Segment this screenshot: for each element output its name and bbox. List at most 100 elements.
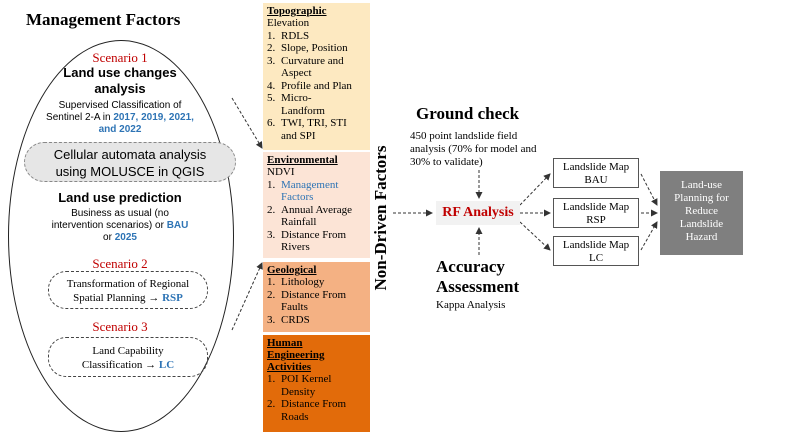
factor-item-line: CRDS [281, 313, 310, 326]
accuracy-sub: Kappa Analysis [436, 299, 506, 311]
map-bau-line2: BAU [584, 174, 608, 186]
scenario2-code: RSP [162, 292, 183, 304]
factor-item-line: Roads [281, 410, 309, 423]
arrow-to-topographic [231, 97, 263, 149]
factor-item-number: 2. [267, 42, 276, 54]
factor-item-text: Profile and Plan [281, 80, 352, 93]
topographic-heading: Topographic [267, 5, 327, 17]
factor-item-line: and SPI [281, 129, 316, 142]
scenario3-arrow: → [145, 359, 157, 371]
accuracy-title: Accuracy Assessment [436, 257, 519, 297]
scenario2-arrow: → [148, 292, 160, 304]
environmental-sub: NDVI [267, 166, 295, 178]
factor-item-line: Density [281, 385, 316, 398]
factor-item-line: Management [281, 178, 339, 191]
environmental-heading: Environmental [267, 154, 338, 166]
prediction-line2-prefix: intervention scenarios) or [51, 220, 167, 231]
arrow-rf-to-bau [519, 173, 551, 206]
scenario3-line1: Land Capability [92, 345, 164, 357]
scenario2-box: Transformation of Regional Spatial Plann… [48, 271, 208, 309]
final-line-2: Planning for [674, 192, 729, 204]
arrow-bau-to-final [640, 173, 658, 206]
factor-item-line: Faults [281, 301, 308, 313]
factor-item-line: RDLS [281, 29, 310, 42]
final-line-1: Land-use [681, 179, 722, 191]
factor-item-number: 2. [267, 398, 276, 410]
factor-item: 1.Lithology [267, 276, 366, 289]
scenario1-years: 2017, 2019, 2021, [113, 112, 194, 123]
map-rsp-line1: Landslide Map [562, 201, 630, 213]
non-driven-factors-label: Non-Driven Factors [371, 145, 390, 291]
map-bau-line1: Landslide Map [562, 161, 630, 173]
accuracy-title-2: Assessment [436, 277, 520, 296]
factor-item: 3.CRDS [267, 314, 366, 327]
scenario3-box: Land Capability Classification → LC [48, 337, 208, 377]
factor-item-text: Lithology [281, 276, 324, 289]
scenario3-label: Scenario 3 [92, 319, 148, 334]
scenario2-label: Scenario 2 [92, 256, 148, 271]
factor-item-line: Distance From [281, 398, 347, 410]
map-rsp-line2: RSP [586, 214, 606, 226]
factor-item-line: Distance From [281, 288, 347, 301]
factor-item: 5. Micro-Landform [267, 92, 366, 117]
prediction-bau: BAU [166, 220, 189, 231]
factor-item-line: Micro- [281, 92, 312, 104]
final-line-3: Reduce [685, 205, 718, 217]
scenario1-block: Scenario 1 Land use changes analysis Sup… [40, 50, 200, 136]
ground-check-desc-2: analysis (70% for model and [410, 143, 537, 155]
factor-item-number: 2. [267, 288, 276, 301]
prediction-year: 2025 [114, 232, 137, 243]
factor-item-text: Slope, Position [281, 42, 348, 55]
factor-item-line: Profile and Plan [281, 79, 352, 92]
rf-analysis-label: RF Analysis [442, 205, 514, 220]
factor-item-number: 1. [267, 29, 276, 42]
scenario2-line2-prefix: Spatial Planning [73, 292, 149, 304]
landslide-map-lc: Landslide Map LC [553, 236, 639, 266]
landslide-map-bau: Landslide Map BAU [553, 158, 639, 188]
factor-item-text: CRDS [281, 314, 310, 327]
management-ellipse [8, 40, 234, 432]
factor-item: 1. RDLS [267, 30, 366, 43]
factor-item-line: Annual Average [281, 203, 352, 216]
prediction-line1: Business as usual (no [71, 208, 169, 219]
factor-item-line: Rainfall [281, 216, 317, 228]
final-line-4: Landslide [679, 218, 724, 230]
prediction-block: Land use prediction Business as usual (n… [40, 190, 200, 244]
scenario1-heading-line1: Land use changes [63, 65, 177, 80]
factor-item-text: RDLS [281, 30, 309, 43]
geological-heading: Geological [267, 264, 317, 276]
factor-item-line: Lithology [281, 276, 325, 288]
rf-analysis-box: RF Analysis [436, 201, 520, 225]
human-box: Human Engineering Activities 1.POI Kerne… [263, 335, 370, 432]
factor-item-line: Landform [281, 104, 325, 117]
arrow-lc-to-final [640, 221, 658, 251]
human-heading-2: Engineering [267, 349, 325, 361]
prediction-line3-prefix: or [103, 232, 115, 243]
management-title: Management Factors [26, 10, 181, 29]
factor-item: 2. Slope, Position [267, 42, 366, 55]
ground-check-title: Ground check [416, 104, 520, 123]
cellular-line2: using MOLUSCE in QGIS [55, 164, 205, 179]
map-lc-line2: LC [588, 252, 604, 264]
factor-item-number: 3. [267, 228, 276, 241]
factor-item-number: 4. [267, 79, 276, 92]
factor-item-number: 2. [267, 203, 276, 216]
cellular-automata-box: Cellular automata analysis using MOLUSCE… [24, 142, 236, 182]
accuracy-title-1: Accuracy [436, 257, 505, 276]
prediction-heading: Land use prediction [58, 190, 182, 205]
factor-item-number: 5. [267, 92, 276, 104]
